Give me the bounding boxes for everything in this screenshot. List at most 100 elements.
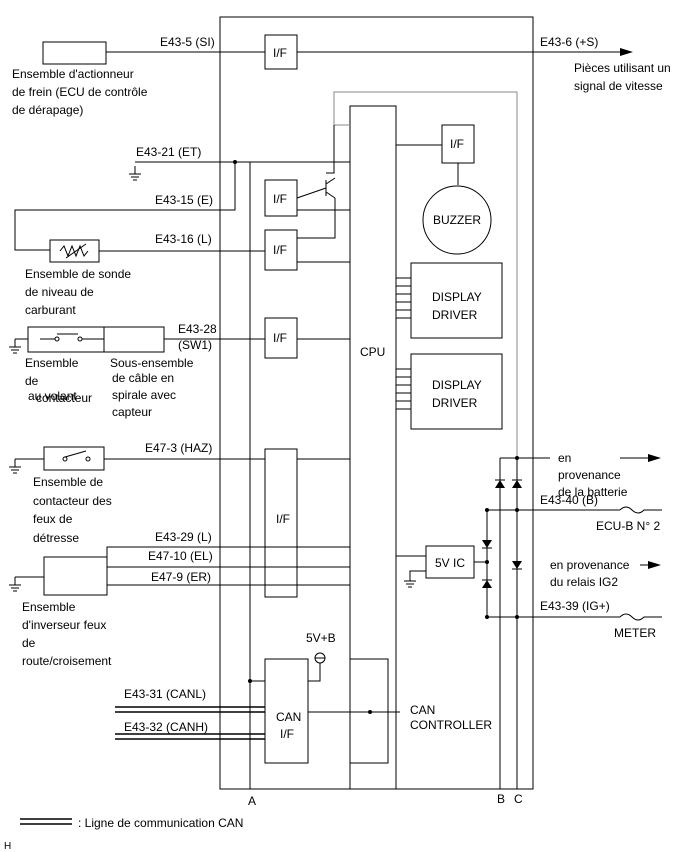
haz-contact-blade xyxy=(64,450,87,458)
display1-label-2: DRIVER xyxy=(432,308,478,322)
can-if-label-1: CAN xyxy=(276,710,301,724)
transistor-out-wire xyxy=(297,198,336,239)
if-box-speed xyxy=(264,34,298,70)
meter-fuse xyxy=(619,613,662,621)
diode-4 xyxy=(512,480,522,488)
if-box-sw1 xyxy=(264,317,298,359)
display-driver-2 xyxy=(410,353,503,430)
battery-label-2: provenance xyxy=(558,468,621,482)
pin-plus-s: E43-6 (+S) xyxy=(540,35,598,49)
dimmer-label-4: route/croisement xyxy=(22,654,112,668)
spiral-label-3: spirale avec xyxy=(112,388,176,402)
corner-label: H xyxy=(4,841,11,852)
can-if-block xyxy=(264,658,309,764)
if-box-l16 xyxy=(264,229,298,271)
fuel-label-3: carburant xyxy=(25,303,76,317)
transistor-collector xyxy=(325,177,336,185)
pin-canl: E43-31 (CANL) xyxy=(124,687,206,701)
pin-sw1: (SW1) xyxy=(178,338,212,352)
battery-label-1: en xyxy=(558,451,571,465)
display1-label-1: DISPLAY xyxy=(432,290,482,304)
brake-actuator-label-2: de frein (ECU de contrôle xyxy=(12,85,148,99)
display-driver-1 xyxy=(410,262,503,339)
ig2-label-1: en provenance xyxy=(550,558,630,572)
spiral-label-1: Sous-ensemble xyxy=(110,356,194,370)
hazard-label-4: détresse xyxy=(33,531,79,545)
pin-haz: E47-3 (HAZ) xyxy=(145,441,212,455)
dimmer-label-3: de xyxy=(22,636,36,650)
cpu-label: CPU xyxy=(360,345,385,359)
pin-et: E43-21 (ET) xyxy=(136,145,201,159)
dimmer-switch-box xyxy=(43,556,108,596)
spiral-cable-box xyxy=(103,326,165,353)
ig2-label-2: du relais IG2 xyxy=(550,575,618,589)
hazard-label-3: feux de xyxy=(33,512,73,526)
pin-l29: E43-29 (L) xyxy=(155,530,212,544)
brake-actuator-label-1: Ensemble d'actionneur xyxy=(12,67,134,81)
if-label-e: I/F xyxy=(273,192,287,206)
steering-label-3: au volant xyxy=(28,389,77,403)
brake-actuator-label-3: de dérapage) xyxy=(12,103,83,117)
pin-l16: E43-16 (L) xyxy=(155,232,212,246)
buzzer-label: BUZZER xyxy=(433,213,481,227)
pin-si: E43-5 (SI) xyxy=(160,35,215,49)
steering-label-1: Ensemble xyxy=(25,356,79,370)
hazard-label-1: Ensemble de xyxy=(33,475,103,489)
dimmer-label-2: d'inverseur feux xyxy=(22,618,106,632)
steering-label-overlap: contacteur xyxy=(36,391,92,405)
speed-label-1: Pièces utilisant un xyxy=(574,61,671,75)
if-label-lights: I/F xyxy=(276,512,290,526)
pin-b: E43-40 (B) xyxy=(540,493,598,507)
pin-er: E47-9 (ER) xyxy=(151,570,211,584)
brake-actuator-box xyxy=(42,41,107,65)
ecu-b-label: ECU-B N° 2 xyxy=(596,519,660,533)
junction-b-top xyxy=(515,456,519,460)
display2-label-1: DISPLAY xyxy=(432,378,482,392)
junction-b-ig xyxy=(515,615,519,619)
legend-label: : Ligne de communication CAN xyxy=(78,816,243,830)
fuel-label-1: Ensemble de sonde xyxy=(25,267,131,281)
et-to-e-wire xyxy=(14,162,236,251)
fuel-label-2: de niveau de xyxy=(25,285,94,299)
diode-3 xyxy=(495,480,505,488)
if-label-speed: I/F xyxy=(273,46,287,60)
spiral-label-4: capteur xyxy=(112,405,152,419)
if-box-e xyxy=(264,179,298,217)
can-if-label-2: I/F xyxy=(280,727,294,741)
supply-wire xyxy=(308,663,321,682)
junction-diode-ig xyxy=(485,615,489,619)
meter-fuse-label: METER xyxy=(614,626,656,640)
pin-e: E43-15 (E) xyxy=(155,193,213,207)
buzzer-circle xyxy=(422,185,492,255)
junction-b-bat xyxy=(515,508,519,512)
ig2-arrow xyxy=(648,561,661,569)
ic-ground-wire xyxy=(409,570,426,581)
if-label-buzzer: I/F xyxy=(450,137,464,151)
if-e-to-transistor xyxy=(296,187,327,199)
transistor-base-wire xyxy=(326,125,335,174)
fuel-resistor-icon xyxy=(59,244,89,258)
can-controller-label-1: CAN xyxy=(410,703,435,717)
fuel-resistor-arrow xyxy=(65,243,87,259)
can-controller-label-2: CONTROLLER xyxy=(410,718,492,732)
hazard-label-2: contacteur des xyxy=(33,494,112,508)
hazard-switch-box xyxy=(43,446,105,471)
if-label-l16: I/F xyxy=(273,243,287,257)
diode-2 xyxy=(482,580,492,588)
junction-ic xyxy=(485,560,489,564)
pin-canh: E43-32 (CANH) xyxy=(124,720,208,734)
haz-contact-b xyxy=(85,456,91,462)
transistor-emitter xyxy=(325,191,336,199)
junction-diode-bat xyxy=(485,508,489,512)
bus-label-a: A xyxy=(248,794,256,808)
haz-contact-a xyxy=(62,456,68,462)
speed-label-2: signal de vitesse xyxy=(574,79,663,93)
sw1-contact-a xyxy=(54,336,60,342)
arrow-speed-out xyxy=(620,48,633,56)
steering-label-2: de xyxy=(25,374,39,388)
if-label-sw1: I/F xyxy=(273,331,287,345)
dimmer-label-1: Ensemble xyxy=(22,600,76,614)
ic-5v-label: 5V IC xyxy=(435,556,465,570)
ecu-b-fuse xyxy=(619,506,662,514)
battery-label-3: de la batterie xyxy=(558,485,628,499)
